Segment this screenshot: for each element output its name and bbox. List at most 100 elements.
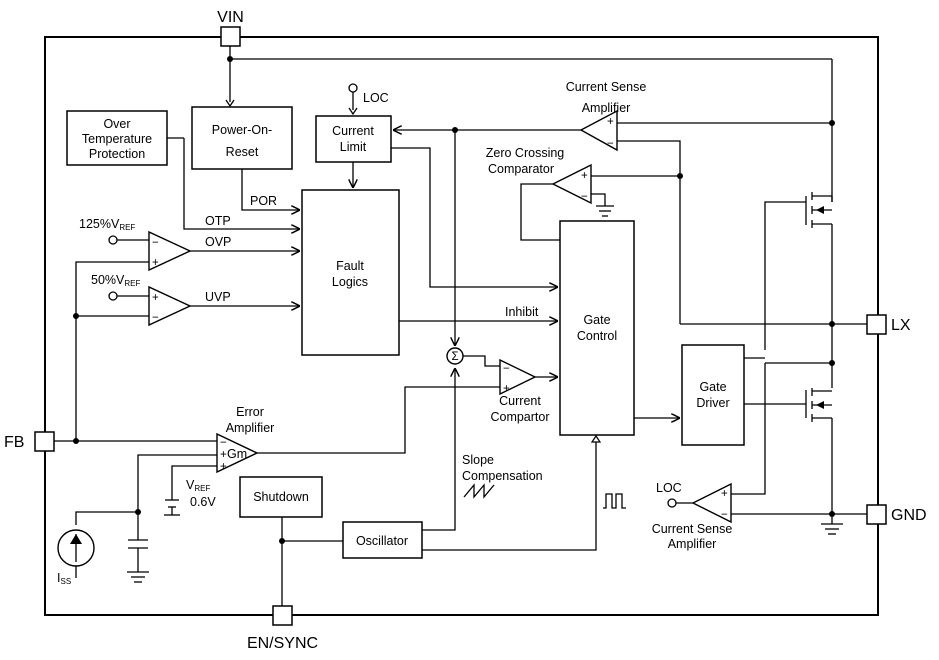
zcc-minus: −	[581, 191, 588, 203]
oscillator-block: Oscillator	[342, 521, 423, 559]
fb-pin: FB	[4, 431, 55, 452]
gnd-pin-label: GND	[891, 507, 927, 524]
slope-line1: Slope	[462, 453, 494, 467]
lx-pin-label: LX	[891, 317, 911, 334]
gm-label: Gm	[227, 447, 247, 461]
en-sync-pin: EN/SYNC	[247, 605, 318, 652]
vref-value: 0.6V	[190, 495, 216, 509]
otp-label: OTP	[205, 214, 231, 228]
current-limit-block: Current Limit	[315, 115, 392, 163]
ovp-minus: −	[152, 237, 159, 249]
zcc-line2: Comparator	[488, 162, 554, 176]
cc-plus: +	[503, 383, 510, 395]
summing-node: Σ	[446, 347, 464, 365]
sawtooth-icon	[463, 483, 495, 499]
slope-compensation: Slope Compensation	[462, 453, 543, 499]
fb-bus	[54, 261, 217, 444]
otp-block: Over Temperature Protection	[66, 110, 168, 166]
gate-control-block: Gate Control	[559, 220, 635, 436]
soft-start-network: ISS VREF 0.6V	[57, 454, 217, 586]
gnd-node	[821, 511, 843, 535]
ref50-label: 50%VREF	[91, 273, 140, 288]
lx-pin: LX	[866, 314, 911, 335]
csa-top-line2: Amplifier	[582, 101, 631, 115]
error-amp-line2: Amplifier	[226, 421, 275, 435]
csa-top-plus: +	[607, 116, 614, 128]
fault-line2: Logics	[332, 275, 368, 289]
por-line2: Reset	[226, 145, 259, 159]
gate-control-line1: Gate	[583, 313, 610, 327]
vin-pin: VIN	[217, 9, 244, 47]
current-limit-line1: Current	[332, 124, 374, 138]
oscillator-label: Oscillator	[356, 534, 408, 548]
loc-top-label: LOC	[363, 91, 389, 105]
slope-line2: Compensation	[462, 469, 543, 483]
zcc-plus: +	[581, 170, 588, 182]
high-side-mosfet	[764, 192, 833, 350]
uvp-minus: −	[152, 312, 159, 324]
gate-driver-line1: Gate	[699, 380, 726, 394]
current-sense-amp-bottom: + − LOC Current Sense Amplifier	[652, 412, 867, 551]
chip-outline	[44, 36, 879, 616]
fb-pin-label: FB	[4, 434, 24, 451]
por-line1: Power-On-	[212, 123, 272, 137]
ovp-comparator: − + 125%VREF OVP	[79, 217, 300, 272]
csa-bot-plus: +	[721, 488, 728, 500]
csa-bot-line2: Amplifier	[668, 537, 717, 551]
inhibit-label: Inhibit	[505, 305, 539, 319]
gate-driver-line2: Driver	[696, 396, 729, 410]
vin-wires	[225, 46, 835, 202]
csa-top-minus: −	[607, 138, 614, 150]
por-label: POR	[250, 194, 277, 208]
gnd-pin: GND	[866, 504, 927, 525]
current-sense-amp-top: + − Current Sense Amplifier	[393, 80, 832, 346]
pulse-train-icon	[603, 493, 626, 509]
low-side-mosfet	[744, 362, 833, 514]
vin-pin-label: VIN	[217, 9, 244, 26]
en-wires	[279, 368, 602, 606]
current-comparator: − + Current Compartor	[463, 355, 558, 424]
ea-minus: −	[220, 437, 227, 449]
zero-crossing-comparator: + − Zero Crossing Comparator	[486, 146, 683, 241]
otp-signal: OTP	[167, 137, 300, 229]
uvp-label: UVP	[205, 290, 231, 304]
ovp-plus: +	[152, 257, 159, 269]
gate-control-line2: Control	[577, 329, 617, 343]
vref-label: VREF	[186, 478, 210, 493]
error-amp-line1: Error	[236, 405, 264, 419]
por-signal: POR	[241, 169, 300, 210]
uvp-comparator: + − 50%VREF UVP	[91, 273, 300, 327]
ea-plus1: +	[220, 449, 227, 461]
iss-label: ISS	[57, 571, 71, 586]
inhibit-signal: Inhibit	[399, 305, 558, 321]
otp-line1: Over	[103, 117, 130, 131]
error-amplifier: − + + Gm Error Amplifier	[216, 386, 500, 474]
csa-bot-minus: −	[721, 509, 728, 521]
ovp-label: OVP	[205, 235, 231, 249]
csa-top-line1: Current Sense	[566, 80, 647, 94]
cc-minus: −	[503, 363, 510, 375]
current-comp-line2: Compartor	[490, 410, 549, 424]
uvp-plus: +	[152, 292, 159, 304]
lx-node	[680, 230, 867, 388]
ref125-label: 125%VREF	[79, 217, 135, 232]
loc-bottom-label: LOC	[656, 481, 682, 495]
por-block: Power-On- Reset	[191, 106, 293, 170]
fault-line1: Fault	[336, 259, 364, 273]
ea-plus2: +	[220, 461, 227, 473]
shutdown-label: Shutdown	[253, 490, 309, 504]
loc-top: LOC	[348, 83, 389, 116]
gate-driver-block: Gate Driver	[634, 344, 765, 446]
fault-logics-block: Fault Logics	[301, 189, 400, 356]
shutdown-block: Shutdown	[239, 476, 323, 518]
otp-line2: Temperature	[82, 132, 152, 146]
csa-bot-line1: Current Sense	[652, 522, 733, 536]
en-sync-pin-label: EN/SYNC	[247, 635, 318, 652]
current-comp-line1: Current	[499, 394, 541, 408]
zcc-line1: Zero Crossing	[486, 146, 565, 160]
sigma-label: Σ	[451, 351, 458, 363]
current-limit-line2: Limit	[340, 140, 367, 154]
otp-line3: Protection	[89, 147, 145, 161]
